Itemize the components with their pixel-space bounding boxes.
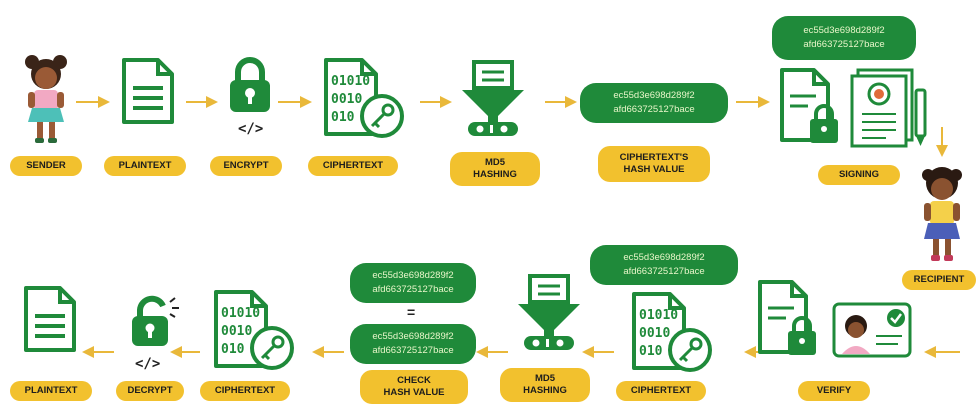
hash-line-2: afd663725127bace — [613, 104, 695, 115]
recipient-label: RECIPIENT — [902, 270, 976, 290]
sender-person-icon — [25, 55, 67, 143]
certificate-pen-icon — [850, 68, 927, 148]
hash-funnel-icon — [518, 274, 580, 350]
ciphertext-document-icon: 01010 0010 010 — [324, 58, 404, 138]
plaintext-label: PLAINTEXT — [10, 381, 92, 401]
id-card-icon — [832, 302, 912, 358]
ciphertext-hash-value-label: CIPHERTEXT'S HASH VALUE — [598, 146, 710, 182]
hash-line-2: afd663725127bace — [372, 345, 454, 356]
hash-line-1: ec55d3e698d289f2 — [372, 331, 454, 343]
hash-line-1: ec55d3e698d289f2 — [803, 25, 885, 37]
verify-label: VERIFY — [798, 381, 870, 401]
unlock-icon — [132, 295, 179, 346]
svg-text:01010: 01010 — [639, 308, 678, 323]
ciphertext-hash-value: ec55d3e698d289f2 afd663725127bace — [590, 245, 738, 285]
code-icon: </> — [135, 356, 161, 372]
svg-text:010: 010 — [331, 110, 355, 125]
decrypt-label: DECRYPT — [116, 381, 184, 401]
document-icon — [24, 286, 76, 352]
md5-hashing-label: MD5 HASHING — [450, 152, 540, 186]
encrypt-label: ENCRYPT — [210, 156, 282, 176]
hash-line-1: ec55d3e698d289f2 — [623, 252, 705, 264]
hash-line-1: ec55d3e698d289f2 — [372, 270, 454, 282]
md5-hashing-label: MD5 HASHING — [500, 368, 590, 402]
svg-text:01010: 01010 — [331, 74, 370, 89]
svg-text:010: 010 — [639, 344, 663, 359]
svg-text:01010: 01010 — [221, 306, 260, 321]
svg-text:0010: 0010 — [639, 326, 670, 341]
hash-line-2: afd663725127bace — [623, 266, 705, 277]
svg-text:010: 010 — [221, 342, 245, 357]
locked-document-icon — [780, 68, 838, 143]
ciphertext-document-icon: 01010 0010 010 — [214, 290, 294, 370]
svg-text:0010: 0010 — [221, 324, 252, 339]
locked-document-icon — [758, 280, 816, 355]
signing-hash-value: ec55d3e698d289f2 afd663725127bace — [772, 16, 916, 60]
equals-sign: = — [407, 304, 416, 320]
hash-line-2: afd663725127bace — [372, 284, 454, 295]
check-hash-bottom: ec55d3e698d289f2 afd663725127bace — [350, 324, 476, 364]
hash-funnel-icon — [462, 60, 524, 136]
ciphertext-hash-value: ec55d3e698d289f2 afd663725127bace — [580, 83, 728, 123]
document-icon — [122, 58, 174, 124]
check-hash-value-label: CHECK HASH VALUE — [360, 370, 468, 404]
ciphertext-label: CIPHERTEXT — [616, 381, 706, 401]
ciphertext-document-icon: 01010 0010 010 — [632, 292, 712, 372]
ciphertext-label: CIPHERTEXT — [200, 381, 290, 401]
code-icon: </> — [238, 121, 264, 137]
hash-line-2: afd663725127bace — [803, 39, 885, 50]
ciphertext-label: CIPHERTEXT — [308, 156, 398, 176]
lock-icon — [230, 57, 270, 112]
signing-label: SIGNING — [818, 165, 900, 185]
check-hash-top: ec55d3e698d289f2 afd663725127bace — [350, 263, 476, 303]
svg-text:0010: 0010 — [331, 92, 362, 107]
plaintext-label: PLAINTEXT — [104, 156, 186, 176]
recipient-person-icon — [922, 167, 962, 261]
hash-line-1: ec55d3e698d289f2 — [613, 90, 695, 102]
sender-label: SENDER — [10, 156, 82, 176]
